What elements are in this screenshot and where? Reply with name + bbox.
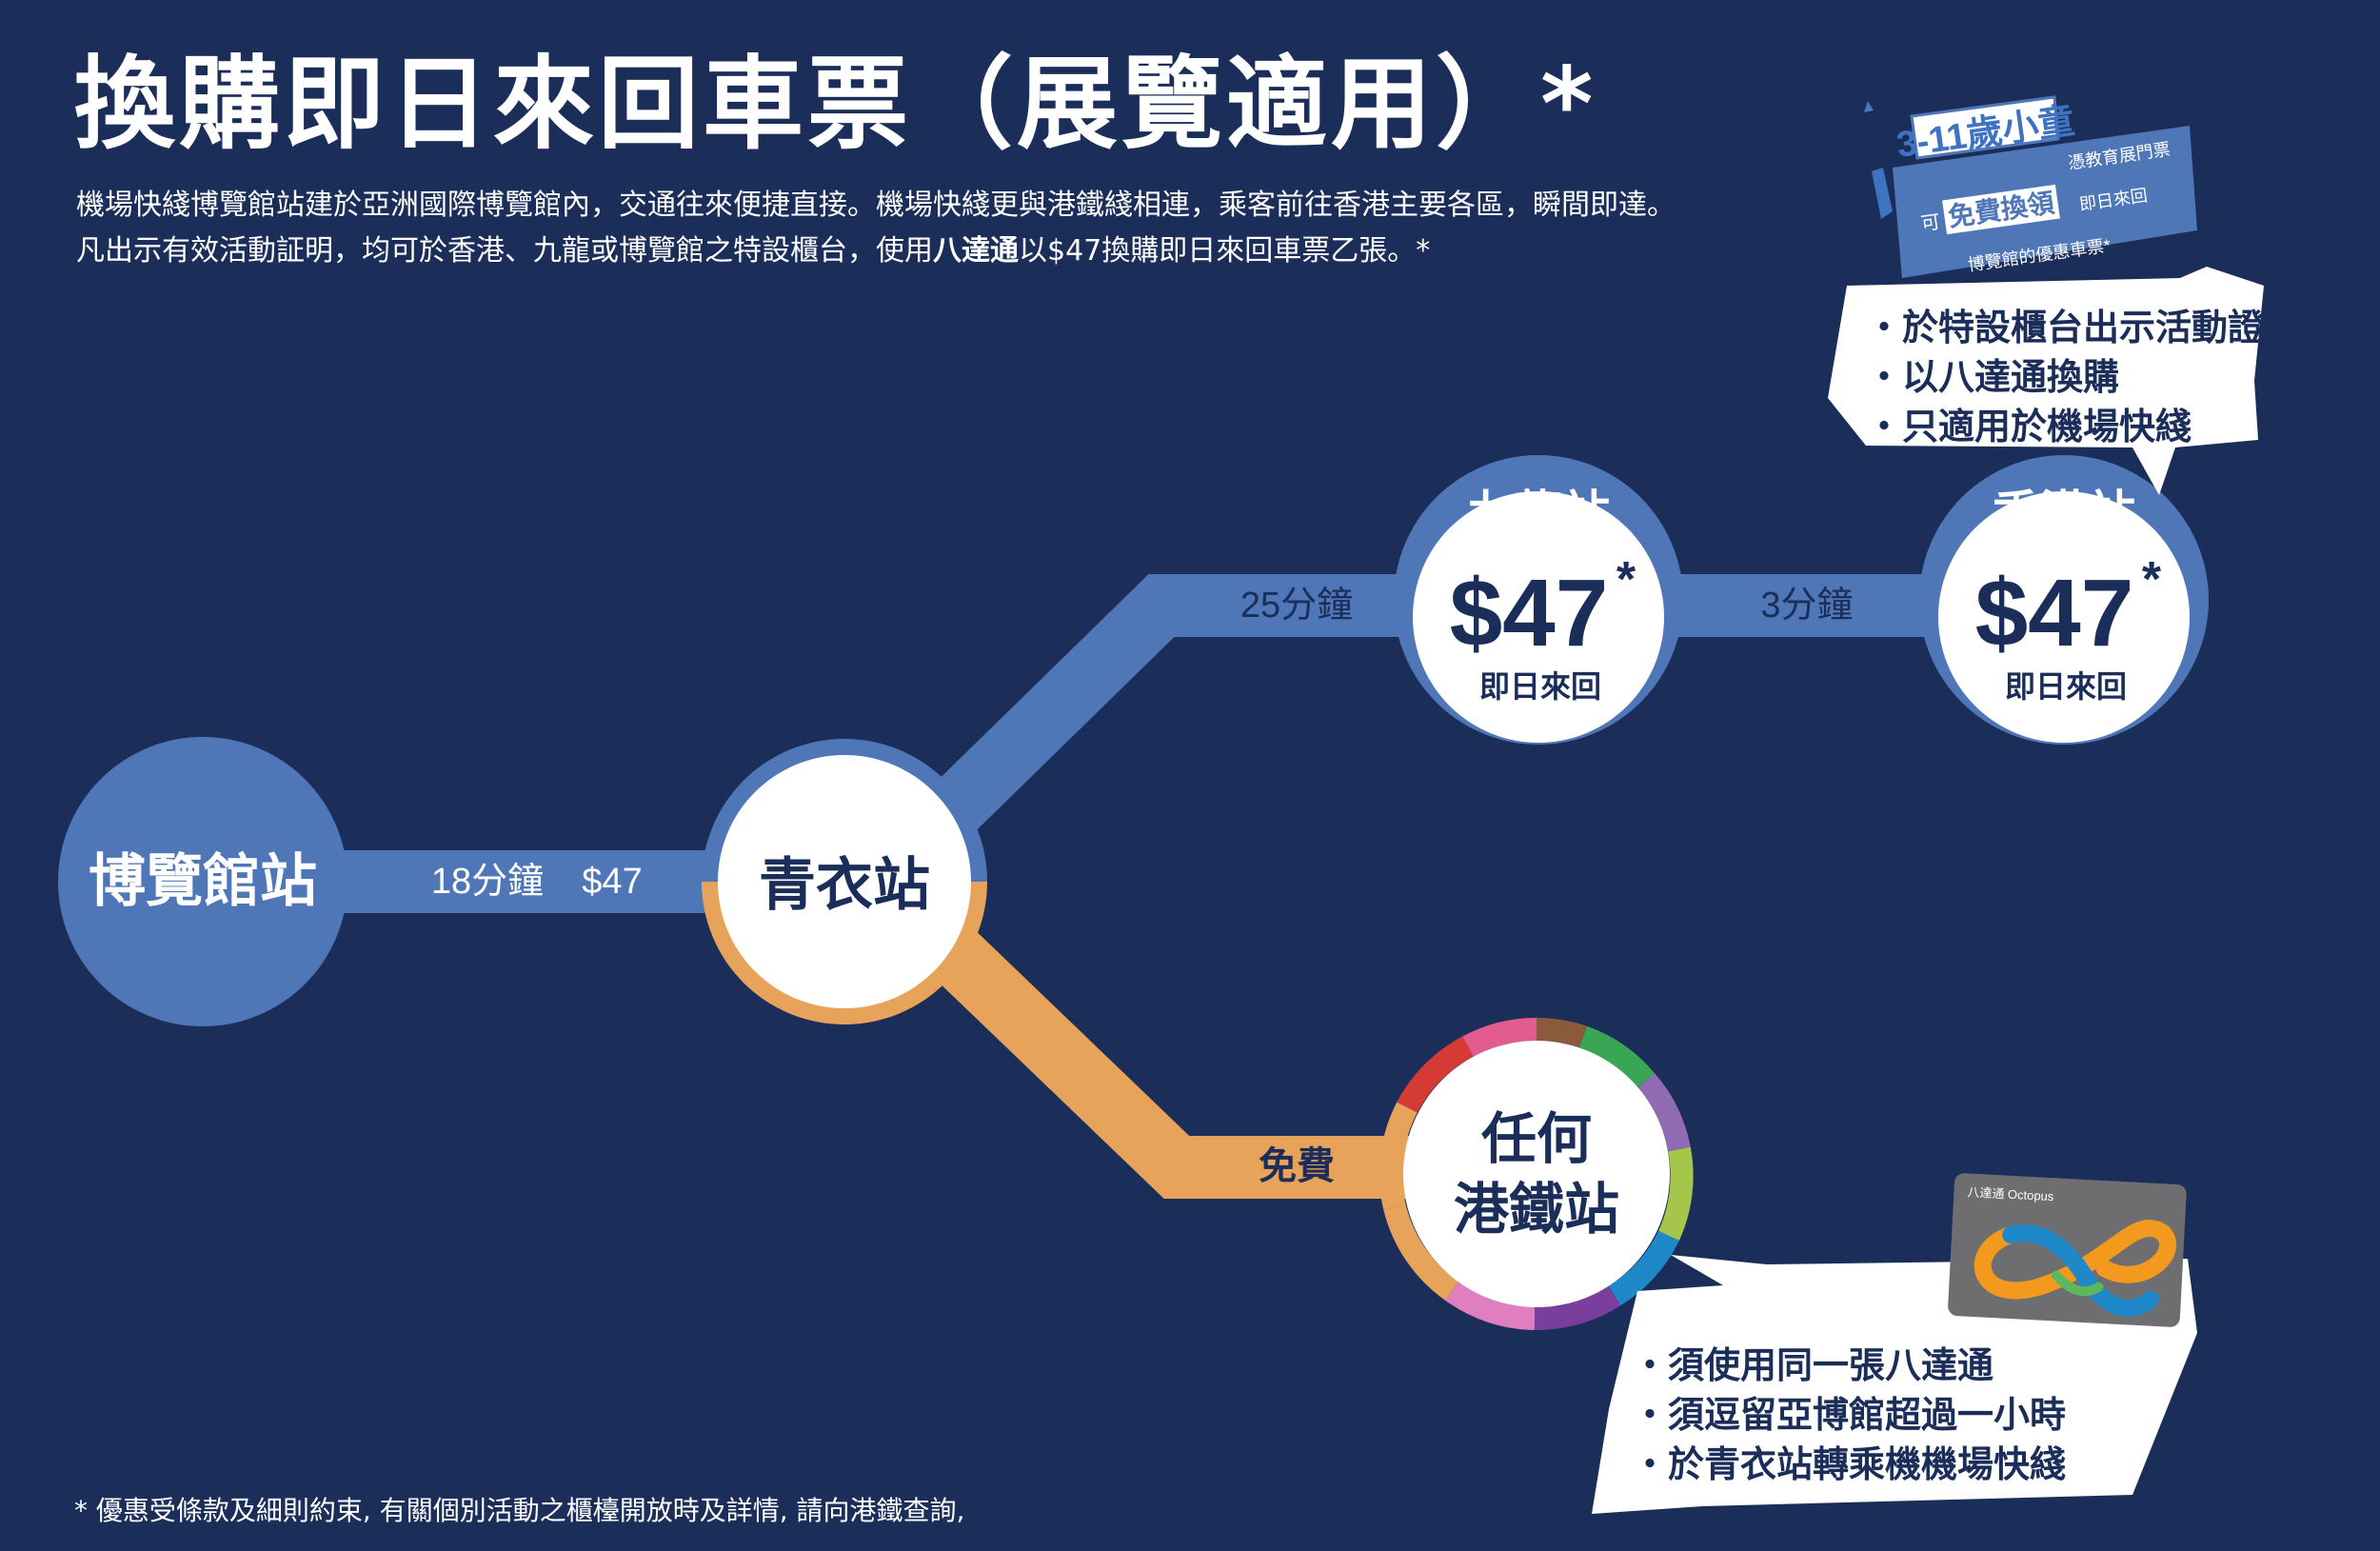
station-hong-kong-asterisk: *: [2142, 552, 2162, 607]
station-hong-kong-sub: 即日來回: [2005, 669, 2127, 704]
intro-line-1: 機場快綫博覽館站建於亞洲國際博覽館內，交通往來便捷直接。機場快綫更與港鐵綫相連，…: [76, 189, 1676, 222]
station-expo-label: 博覽館站: [89, 849, 317, 913]
intro-line-2: 凡出示有效活動証明，均可於香港、九龍或博覽館之特設櫃台，使用八達通以$47換購即…: [76, 229, 1809, 274]
page-title: 換購即日來回車票（展覽適用）*: [74, 46, 1597, 163]
airport-express-line: [205, 574, 2047, 913]
station-hong-kong-name: 香港站: [1993, 487, 2135, 540]
station-kowloon-price: $47: [1450, 560, 1609, 666]
intro-line-2-suffix: 以$47換購即日來回車票乙張。*: [1019, 234, 1431, 268]
station-expo: 博覽館站: [58, 737, 347, 1026]
segment-label-3min: 3分鐘: [1760, 586, 1853, 626]
segment-tsing-yi-any-mtr: [916, 915, 1418, 1199]
station-any-mtr-line2: 港鐵站: [1454, 1179, 1619, 1241]
station-any-mtr-line1: 任何: [1481, 1108, 1592, 1170]
bubble-bottom-item: 須使用同一張八達通: [1632, 1341, 2066, 1390]
station-tsing-yi-label: 青衣站: [759, 853, 930, 917]
bubble-top-list: 於特設櫃台出示活動證明 以八達通換購 只適用於機場快綫: [1866, 303, 2300, 451]
station-hong-kong: 香港站 $47 * 即日來回: [1919, 455, 2209, 745]
station-kowloon-name: 九龍站: [1467, 487, 1610, 540]
station-kowloon-sub: 即日來回: [1479, 669, 1601, 704]
bubble-bottom-item: 須逗留亞博館超過一小時: [1632, 1390, 2066, 1440]
footnote: * 優惠受條款及細則約束, 有關個別活動之櫃檯開放時及詳情, 請向港鐵查詢,: [74, 1495, 965, 1526]
intro-line-2-prefix: 凡出示有效活動証明，均可於香港、九龍或博覽館之特設櫃台，使用: [76, 234, 933, 268]
segment-label-25min: 25分鐘: [1240, 586, 1353, 626]
segment-tsing-yi-kowloon: [886, 574, 1409, 875]
bubble-bottom-list: 須使用同一張八達通 須逗留亞博館超過一小時 於青衣站轉乘機機場快綫: [1632, 1341, 2066, 1489]
bubble-top-item: 於特設櫃台出示活動證明: [1866, 303, 2300, 352]
octopus-card-label: 八達通 Octopus: [1967, 1184, 2054, 1203]
intro-line-2-octopus: 八達通: [933, 234, 1019, 268]
station-any-mtr: 任何 港鐵站: [1378, 1017, 1694, 1331]
station-kowloon-asterisk: *: [1616, 552, 1636, 607]
station-tsing-yi: 青衣站: [702, 739, 987, 1024]
station-kowloon: 九龍站 $47 * 即日來回: [1394, 455, 1683, 745]
intro-text: 機場快綫博覽館站建於亞洲國際博覽館內，交通往來便捷直接。機場快綫更與港鐵綫相連，…: [76, 183, 1809, 274]
segment-label-47: $47: [582, 862, 642, 902]
bubble-bottom-item: 於青衣站轉乘機機場快綫: [1632, 1440, 2066, 1489]
segment-label-18min: 18分鐘: [431, 862, 544, 902]
child-offer-line2-prefix: 可: [1919, 211, 1941, 235]
station-hong-kong-price: $47: [1975, 560, 2134, 666]
segment-label-free: 免費: [1259, 1145, 1335, 1187]
bubble-top-item: 只適用於機場快綫: [1866, 402, 2300, 451]
child-offer-badge: 3-11歲小童 憑教育展門票 可 免費換領 即日來回 博覽館的優惠車票*: [1864, 95, 2197, 278]
bubble-top-item: 以八達通換購: [1866, 352, 2300, 402]
octopus-card: 八達通 Octopus: [1948, 1173, 2187, 1327]
